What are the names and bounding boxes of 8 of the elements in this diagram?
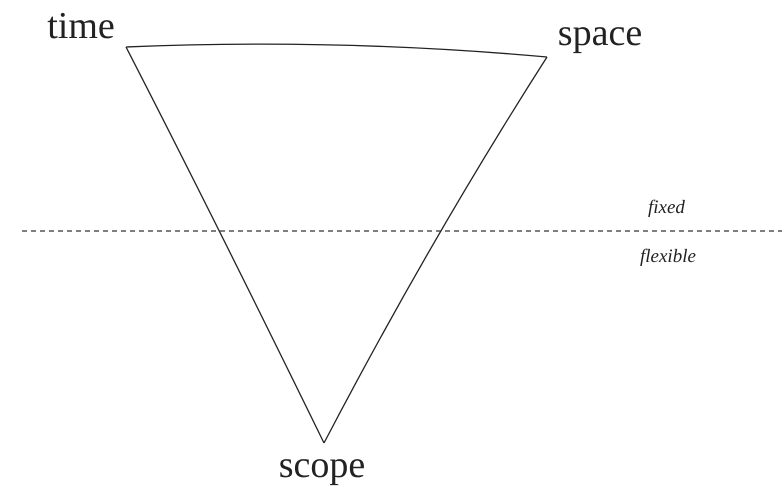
line bbox=[323, 56, 548, 444]
vertex-label: space bbox=[548, 10, 652, 56]
vertex-label: time bbox=[34, 4, 128, 47]
vertex-label: scope bbox=[268, 443, 376, 487]
line bbox=[125, 46, 325, 444]
zone-label: fixed bbox=[648, 198, 685, 217]
zone-label: flexible bbox=[640, 247, 696, 266]
line bbox=[126, 43, 548, 58]
